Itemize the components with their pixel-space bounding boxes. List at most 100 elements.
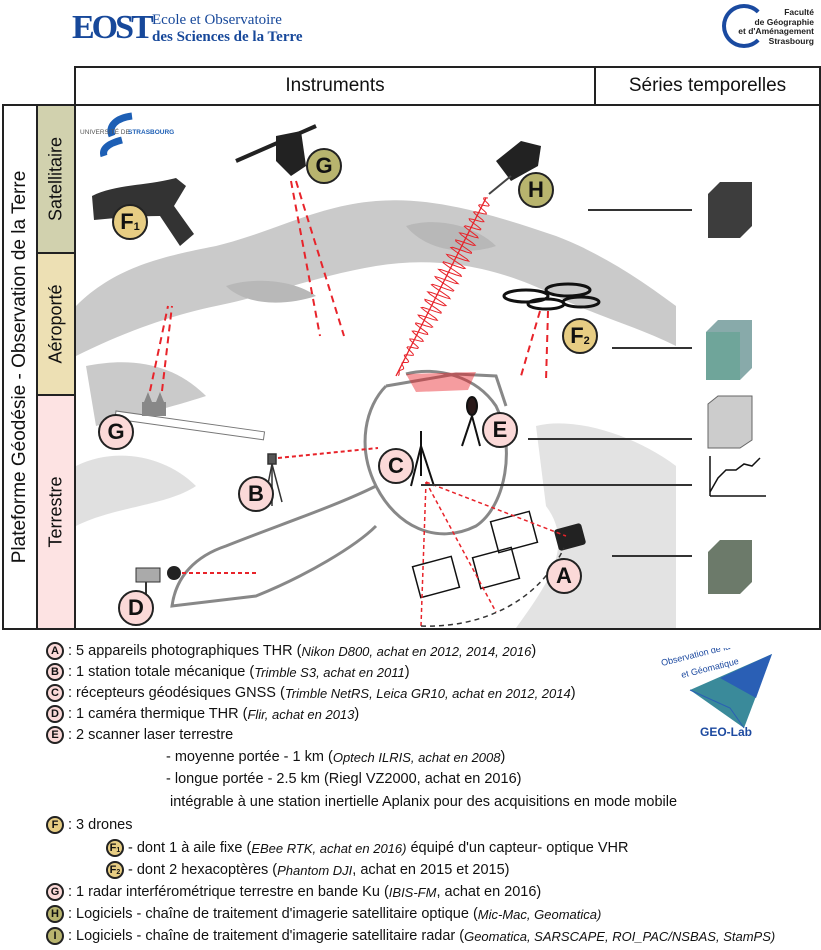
legend-badge: C [46,684,64,702]
legend-detail: IBIS-FM [388,884,437,900]
eost-logo: EOST Ecole et Observatoire des Sciences … [72,10,303,48]
legend-text-after: ) [404,664,410,680]
optical-signal-sinusoid [397,197,490,376]
header-instruments: Instruments [74,66,596,106]
legend-item: B: 1 station totale mécanique (Trimble S… [46,663,410,681]
mountain-terrain [76,200,676,628]
gnss-receiver-icon [410,431,435,487]
legend-text: - dont 2 hexacoptères ( [128,862,278,878]
legend-item: F: 3 drones [46,816,133,834]
optical-satellite-icon [488,141,541,195]
legend-badge-sub: 2 [116,868,121,876]
row-terrestre: Terrestre [36,394,76,630]
legend-badge: I [46,927,64,945]
timeseries-photo-stack [708,540,752,594]
legend-detail: Optech ILRIS, achat en 2008 [332,749,501,765]
row-title: Plateforme Géodésie - Observation de la … [9,170,30,564]
row-label-terrestre: Terrestre [45,476,66,548]
legend-detail: EBee RTK, achat en 2016) [251,840,407,856]
legend-detail: Nikon D800, achat en 2012, 2014, 2016 [301,643,532,659]
legend-item: intégrable à une station inertielle Apla… [170,794,677,810]
globe-arc-icon [722,4,766,48]
legend-text: : 2 scanner laser terrestre [68,727,234,743]
legend-badge: G [46,883,64,901]
faculty-logo: Faculté de Géographie et d'Aménagement S… [718,2,818,50]
badge-b: B [238,476,274,512]
legend-text: intégrable à une station inertielle Apla… [170,794,678,810]
legend-text: : récepteurs géodésiques GNSS ( [68,685,285,701]
univ-logo-prefix: UNIVERSITÉ DE [80,127,131,136]
badge-a: A [546,558,582,594]
legend-detail: Phantom DJI [277,862,353,878]
legend-item: A: 5 appareils photographiques THR (Niko… [46,642,536,660]
total-station-beam [277,447,379,459]
universite-strasbourg-logo: UNIVERSITÉ DE STRASBOURG [80,112,174,158]
ground-radar-beams [149,305,173,392]
laser-scanner-icon [461,396,481,447]
geolab-logo-graphic: Observation de la Terre et Géomatique GE… [660,636,772,739]
legend-text: - longue portée - 2.5 km (Riegl VZ2000, … [166,771,522,787]
row-label-aeroporte: Aéroporté [45,284,66,364]
camera-path [420,547,565,627]
row-label-satellitaire: Satellitaire [45,136,66,222]
faculty-logo-text: Faculté de Géographie et d'Aménagement S… [738,7,814,46]
legend-text: : 5 appareils photographiques THR ( [68,643,302,659]
legend-badge: F [46,816,64,834]
image-frustums [411,510,539,599]
legend-badge: D [46,705,64,723]
legend-detail: Trimble NetRS, Leica GR10, achat en 2012… [284,685,571,701]
legend-item: D: 1 caméra thermique THR (Flir, achat e… [46,705,359,723]
legend-text: : 1 caméra thermique THR ( [68,706,248,722]
header-series-temporelles: Séries temporelles [594,66,821,106]
legend-text-after: , achat en 2015 et 2015) [352,862,510,878]
univ-logo-name: STRASBOURG [128,129,174,136]
geolab-logo: Observation de la Terre et Géomatique GE… [660,636,780,743]
scan-area [406,372,476,392]
badge-d: D [118,590,154,626]
badge-c: C [378,448,414,484]
photo-camera-icon [554,523,586,551]
diagram-frame [74,104,821,630]
legend-detail: Trimble S3, achat en 2011 [254,664,405,680]
timeseries-lidar-stack [707,395,753,449]
legend-text: - dont 1 à aile fixe ( [128,840,252,856]
drone-beams [520,310,549,382]
faculty-line: et d'Aménagement [738,26,814,36]
satellite-radar-beams [290,180,345,337]
faculty-line: de Géographie [754,16,814,27]
timeseries-aerial-stack [706,320,752,380]
signal-wave-path [397,197,490,376]
legend-badge: E [46,726,64,744]
legend-text-after: ) [531,643,537,659]
legend-badge: H [46,905,64,923]
radar-satellite-icon [235,124,317,176]
series-connectors [421,209,692,557]
legend-text-after: ) [570,685,576,701]
landslide-illustration [170,369,508,608]
legend-text-after: équipé d'un capteur- optique VHR [406,840,629,856]
timeseries-satellite-stack [708,182,752,238]
legend-text: : Logiciels - chaîne de traitement d'ima… [68,928,465,944]
badge-g-terrestre: G [98,414,134,450]
thermal-camera-icon [135,566,181,611]
badge-h: H [518,172,554,208]
timeseries-gnss-graph [709,456,766,497]
geolab-name: GEO-Lab [700,725,752,739]
legend-badge: A [46,642,64,660]
legend-item: G: 1 radar interférométrique terrestre e… [46,883,541,901]
legend-badge: B [46,663,64,681]
row-title-cell: Plateforme Géodésie - Observation de la … [2,104,38,630]
eost-logo-line1: Ecole et Observatoire [152,12,282,28]
badge-g-satellite: G [306,148,342,184]
legend-text: : 3 drones [68,817,133,833]
badge-e: E [482,412,518,448]
legend-detail: Geomatica, SARSCAPE, ROI_PAC/NSBAS, Stam… [464,928,776,944]
faculty-line: Strasbourg [768,35,814,46]
instruments-diagram: UNIVERSITÉ DE STRASBOURG [76,106,819,628]
eost-logo-line2: des Sciences de la Terre [152,29,303,45]
